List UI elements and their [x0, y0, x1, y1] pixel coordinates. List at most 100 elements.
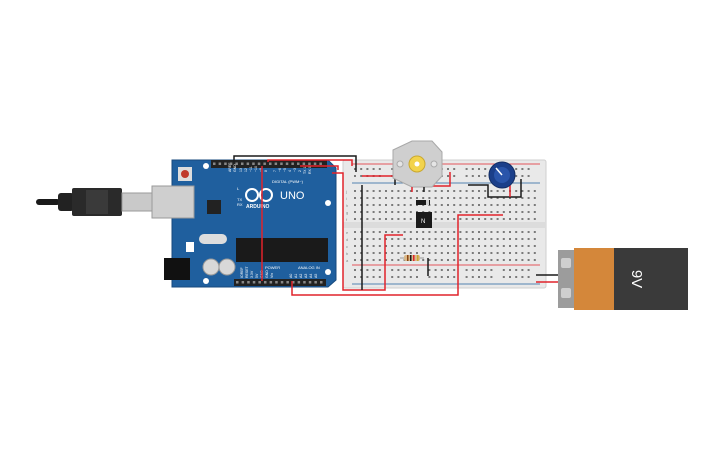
breadboard-hole[interactable] — [502, 190, 505, 192]
breadboard-hole[interactable] — [484, 218, 487, 220]
rail-hole[interactable] — [378, 168, 381, 170]
breadboard-hole[interactable] — [515, 218, 518, 220]
breadboard-hole[interactable] — [403, 204, 406, 206]
breadboard-hole[interactable] — [471, 204, 474, 206]
breadboard-hole[interactable] — [378, 245, 381, 247]
breadboard-hole[interactable] — [447, 231, 449, 233]
breadboard-hole[interactable] — [391, 190, 394, 192]
breadboard-hole[interactable] — [422, 252, 425, 254]
header-pin[interactable] — [313, 162, 317, 166]
header-pin[interactable] — [236, 281, 239, 284]
header-pin[interactable] — [280, 281, 284, 284]
breadboard-hole[interactable] — [397, 190, 400, 192]
breadboard-hole[interactable] — [372, 211, 375, 213]
breadboard-hole[interactable] — [360, 231, 363, 233]
breadboard-hole[interactable] — [521, 211, 524, 213]
breadboard-hole[interactable] — [434, 252, 437, 254]
header-pin[interactable] — [314, 281, 317, 284]
breadboard-hole[interactable] — [490, 231, 493, 233]
rail-hole[interactable] — [453, 168, 456, 170]
breadboard-hole[interactable] — [453, 218, 456, 220]
dc-motor[interactable] — [392, 140, 443, 192]
rail-hole[interactable] — [360, 269, 363, 271]
rail-hole[interactable] — [471, 269, 474, 271]
breadboard-hole[interactable] — [391, 218, 394, 220]
breadboard-hole[interactable] — [354, 252, 356, 254]
breadboard-hole[interactable] — [447, 197, 449, 199]
header-pin[interactable] — [269, 162, 272, 166]
breadboard-hole[interactable] — [509, 245, 511, 247]
breadboard-hole[interactable] — [378, 238, 381, 240]
breadboard-hole[interactable] — [515, 190, 518, 192]
rail-hole[interactable] — [453, 276, 456, 278]
breadboard-hole[interactable] — [515, 204, 518, 206]
breadboard-hole[interactable] — [354, 204, 356, 206]
breadboard-hole[interactable] — [496, 259, 499, 261]
breadboard-hole[interactable] — [471, 190, 474, 192]
breadboard-hole[interactable] — [354, 238, 356, 240]
breadboard-hole[interactable] — [502, 245, 505, 247]
breadboard-hole[interactable] — [372, 204, 375, 206]
breadboard-hole[interactable] — [453, 259, 456, 261]
rail-hole[interactable] — [428, 269, 431, 271]
breadboard-hole[interactable] — [521, 245, 524, 247]
header-pin[interactable] — [246, 162, 250, 166]
breadboard-hole[interactable] — [416, 238, 418, 240]
breadboard-hole[interactable] — [465, 204, 468, 206]
breadboard-hole[interactable] — [385, 190, 387, 192]
breadboard-hole[interactable] — [366, 211, 369, 213]
rail-hole[interactable] — [440, 269, 443, 271]
breadboard-hole[interactable] — [440, 259, 443, 261]
rail-hole[interactable] — [409, 276, 412, 278]
breadboard-hole[interactable] — [385, 218, 387, 220]
breadboard-hole[interactable] — [527, 211, 530, 213]
breadboard-hole[interactable] — [502, 197, 505, 199]
breadboard-hole[interactable] — [416, 252, 418, 254]
rail-hole[interactable] — [521, 276, 524, 278]
breadboard-hole[interactable] — [409, 231, 412, 233]
breadboard-hole[interactable] — [378, 259, 381, 261]
rail-hole[interactable] — [360, 175, 363, 177]
breadboard-hole[interactable] — [366, 259, 369, 261]
breadboard-hole[interactable] — [360, 218, 363, 220]
breadboard-hole[interactable] — [471, 231, 474, 233]
header-pin[interactable] — [297, 162, 300, 166]
usb-cable[interactable] — [36, 188, 153, 216]
breadboard-hole[interactable] — [496, 204, 499, 206]
breadboard-hole[interactable] — [459, 252, 462, 254]
breadboard-hole[interactable] — [447, 218, 449, 220]
rail-hole[interactable] — [366, 269, 369, 271]
breadboard-hole[interactable] — [465, 252, 468, 254]
header-pin[interactable] — [218, 162, 222, 166]
rail-hole[interactable] — [360, 168, 363, 170]
breadboard-hole[interactable] — [440, 218, 443, 220]
rail-hole[interactable] — [515, 276, 518, 278]
breadboard-hole[interactable] — [366, 252, 369, 254]
breadboard-hole[interactable] — [397, 252, 400, 254]
breadboard-hole[interactable] — [409, 238, 412, 240]
breadboard-hole[interactable] — [366, 218, 369, 220]
rail-hole[interactable] — [428, 276, 431, 278]
breadboard-hole[interactable] — [397, 218, 400, 220]
breadboard-hole[interactable] — [459, 190, 462, 192]
breadboard-hole[interactable] — [372, 218, 375, 220]
breadboard-hole[interactable] — [521, 259, 524, 261]
rail-hole[interactable] — [391, 168, 394, 170]
rail-hole[interactable] — [416, 269, 418, 271]
rail-hole[interactable] — [465, 276, 468, 278]
breadboard-hole[interactable] — [366, 204, 369, 206]
breadboard-hole[interactable] — [360, 238, 363, 240]
breadboard-hole[interactable] — [422, 238, 425, 240]
breadboard-hole[interactable] — [440, 190, 443, 192]
breadboard-hole[interactable] — [453, 238, 456, 240]
breadboard-hole[interactable] — [403, 252, 406, 254]
breadboard-hole[interactable] — [385, 259, 387, 261]
breadboard-hole[interactable] — [440, 245, 443, 247]
breadboard-hole[interactable] — [360, 252, 363, 254]
breadboard-hole[interactable] — [447, 204, 449, 206]
rail-hole[interactable] — [453, 269, 456, 271]
breadboard-hole[interactable] — [509, 218, 511, 220]
breadboard-hole[interactable] — [527, 190, 530, 192]
breadboard-hole[interactable] — [533, 197, 536, 199]
breadboard-hole[interactable] — [484, 204, 487, 206]
